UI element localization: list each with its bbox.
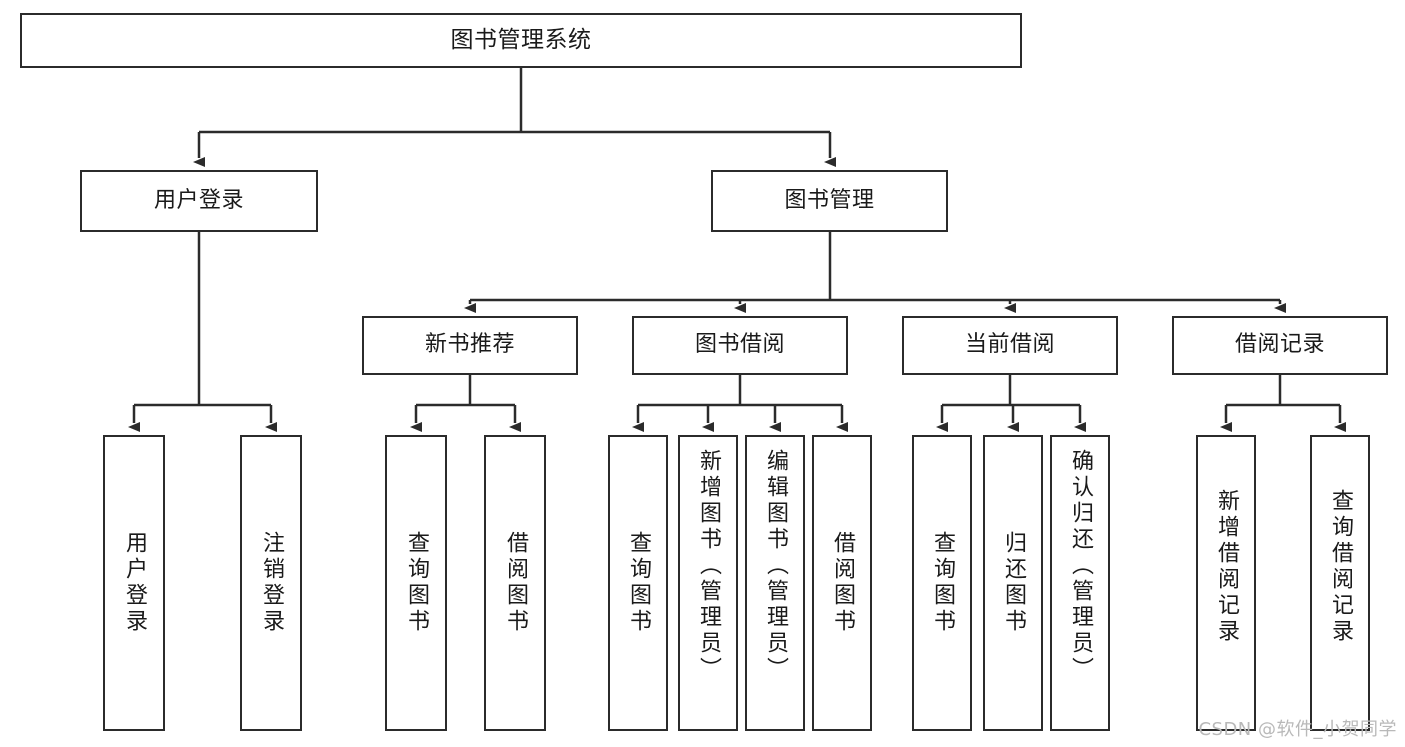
node-leaf-confirm-return-admin[interactable]: 确认归还（管理员） (1050, 435, 1110, 731)
node-leaf-query-book-3[interactable]: 查询图书 (912, 435, 972, 731)
node-label: 图书借阅 (694, 332, 785, 358)
node-label: 确认归还（管理员） (1068, 449, 1093, 683)
node-book-manage[interactable]: 图书管理 (711, 170, 948, 232)
edge-borrow-record-to-leaves (1220, 375, 1346, 432)
node-label: 借阅图书 (503, 531, 528, 635)
node-leaf-query-borrow-record[interactable]: 查询借阅记录 (1310, 435, 1370, 731)
node-leaf-edit-book-admin[interactable]: 编辑图书（管理员） (745, 435, 805, 731)
node-label: 注销登录 (259, 531, 284, 635)
node-book-borrow[interactable]: 图书借阅 (632, 316, 848, 375)
node-leaf-borrow-book-2[interactable]: 借阅图书 (812, 435, 872, 731)
edge-current-borrow-to-leaves (936, 375, 1086, 432)
node-label: 借阅记录 (1234, 332, 1325, 358)
node-label: 新增借阅记录 (1214, 489, 1239, 645)
node-label: 查询图书 (930, 531, 955, 635)
node-leaf-user-logout[interactable]: 注销登录 (240, 435, 302, 731)
node-leaf-add-borrow-record[interactable]: 新增借阅记录 (1196, 435, 1256, 731)
edge-user-login-to-leaves (128, 232, 277, 432)
edge-new-book-recommend-to-leaves (410, 375, 521, 432)
node-label: 新增图书（管理员） (696, 449, 721, 683)
node-book-management-system[interactable]: 图书管理系统 (20, 13, 1022, 68)
node-label: 图书管理系统 (450, 26, 592, 53)
node-label: 图书管理 (784, 187, 875, 213)
node-label: 编辑图书（管理员） (763, 449, 788, 683)
node-leaf-return-book[interactable]: 归还图书 (983, 435, 1043, 731)
node-label: 借阅图书 (830, 531, 855, 635)
node-leaf-query-book-1[interactable]: 查询图书 (385, 435, 447, 731)
node-label: 查询借阅记录 (1328, 489, 1353, 645)
node-new-book-recommend[interactable]: 新书推荐 (362, 316, 578, 375)
node-label: 用户登录 (122, 531, 147, 635)
node-label: 新书推荐 (424, 332, 515, 358)
edge-book-manage-to-level3 (464, 232, 1286, 313)
node-label: 归还图书 (1001, 531, 1026, 635)
node-leaf-add-book-admin[interactable]: 新增图书（管理员） (678, 435, 738, 731)
node-label: 查询图书 (404, 531, 429, 635)
node-user-login[interactable]: 用户登录 (80, 170, 318, 232)
edge-root-to-level2 (193, 68, 836, 167)
node-leaf-user-login[interactable]: 用户登录 (103, 435, 165, 731)
node-label: 用户登录 (153, 187, 244, 213)
node-borrow-record[interactable]: 借阅记录 (1172, 316, 1388, 375)
node-current-borrow[interactable]: 当前借阅 (902, 316, 1118, 375)
edge-book-borrow-to-leaves (632, 375, 848, 432)
node-leaf-query-book-2[interactable]: 查询图书 (608, 435, 668, 731)
node-label: 当前借阅 (964, 332, 1055, 358)
node-label: 查询图书 (626, 531, 651, 635)
node-leaf-borrow-book-1[interactable]: 借阅图书 (484, 435, 546, 731)
